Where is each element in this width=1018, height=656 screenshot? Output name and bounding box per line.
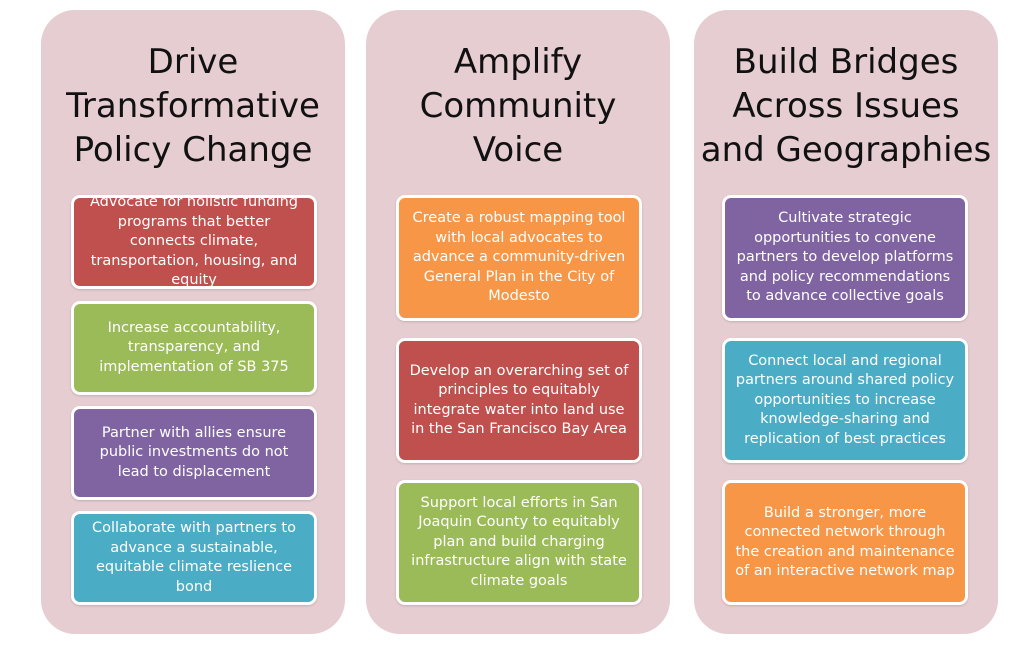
item-box-orange: Build a stronger, more connected network… xyxy=(722,480,968,605)
column-heading: Amplify Community Voice xyxy=(419,42,617,170)
column-amplify-community-voice: Amplify Community Voice Create a robust … xyxy=(366,10,670,634)
column-drive-policy-change: Drive Transformative Policy Change Advoc… xyxy=(41,10,345,634)
item-box-purple: Cultivate strategic opportunities to con… xyxy=(722,195,968,321)
item-box-green: Support local efforts in San Joaquin Cou… xyxy=(396,480,642,605)
item-box-teal: Collaborate with partners to advance a s… xyxy=(71,511,317,605)
column-heading: Drive Transformative Policy Change xyxy=(66,42,320,170)
column-heading: Build Bridges Across Issues and Geograph… xyxy=(700,42,992,170)
item-box-purple: Partner with allies ensure public invest… xyxy=(71,406,317,500)
item-box-red: Advocate for holistic funding programs t… xyxy=(71,194,317,289)
item-box-red: Develop an overarching set of principles… xyxy=(396,338,642,463)
item-box-teal: Connect local and regional partners arou… xyxy=(722,338,968,463)
item-box-green: Increase accountability, transparency, a… xyxy=(71,301,317,395)
item-box-orange: Create a robust mapping tool with local … xyxy=(396,195,642,321)
column-build-bridges: Build Bridges Across Issues and Geograph… xyxy=(694,10,998,634)
